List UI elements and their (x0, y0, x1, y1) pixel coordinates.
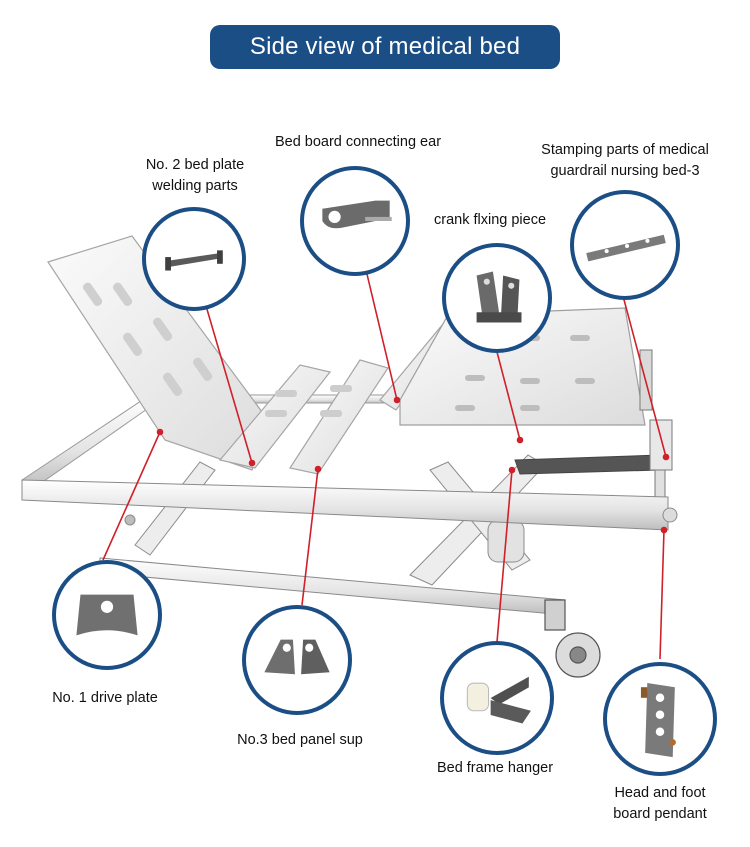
label-line-1: No. 1 drive plate (52, 690, 158, 706)
part-head-foot-pendant (603, 662, 717, 776)
label-line-1: Bed frame hanger (436, 760, 554, 776)
connecting-ear-icon (322, 200, 392, 229)
label-no3-panel-sup: No.3 bed panel sup (220, 730, 380, 751)
frame-hanger-icon (466, 676, 531, 724)
label-line-2: guardrail nursing bed-3 (550, 163, 700, 179)
label-line-1: Head and foot (614, 785, 706, 801)
part-no3-panel-sup (242, 605, 352, 715)
label-no2-bed-plate: No. 2 bed plate welding parts (125, 155, 265, 197)
foot-bracket (639, 349, 673, 506)
label-stamping-parts: Stamping parts of medical guardrail nurs… (525, 140, 725, 182)
crank-bracket-icon (476, 271, 522, 323)
part-connecting-ear (300, 166, 410, 276)
label-line-1: No. 2 bed plate (145, 157, 245, 173)
part-frame-hanger (440, 641, 554, 755)
label-head-foot-pendant: Head and foot board pendant (600, 783, 720, 825)
pointer-lines (102, 257, 670, 660)
actuator (514, 454, 661, 475)
label-crank-fixing: crank flxing piece (420, 210, 560, 231)
caster-wheel (544, 599, 601, 678)
label-connecting-ear: Bed board connecting ear (258, 132, 458, 153)
stamping-bar-icon (586, 234, 666, 262)
label-no1-drive-plate: No. 1 drive plate (40, 688, 170, 709)
label-frame-hanger: Bed frame hanger (425, 758, 565, 779)
drive-plate-icon (76, 594, 138, 636)
part-stamping-guardrail (570, 190, 680, 300)
label-line-1: Stamping parts of medical (541, 142, 709, 158)
part-crank-fixing (442, 243, 552, 353)
part-no2-bed-plate (142, 207, 246, 311)
label-line-1: crank flxing piece (433, 212, 547, 228)
part-no1-drive-plate (52, 560, 162, 670)
panel-support-icon (264, 639, 330, 675)
seat-panels (218, 359, 389, 475)
label-line-1: Bed board connecting ear (274, 134, 442, 150)
pendant-plate-icon (640, 682, 676, 758)
label-line-2: welding parts (152, 178, 238, 194)
page-title: Side view of medical bed (210, 25, 560, 69)
welding-plate-icon (165, 250, 223, 271)
label-line-1: No.3 bed panel sup (237, 732, 363, 748)
label-line-2: board pendant (613, 806, 707, 822)
back-panel (47, 235, 269, 471)
